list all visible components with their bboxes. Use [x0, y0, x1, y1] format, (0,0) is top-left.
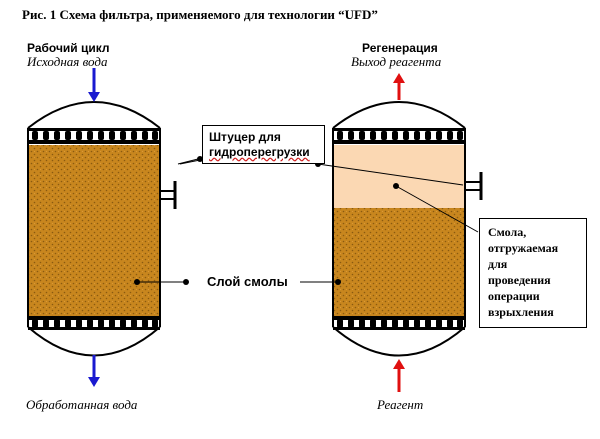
shipped-resin-line-4: проведения — [488, 273, 551, 287]
resin-layer-label: Слой смолы — [207, 274, 288, 289]
arrow-up-icon — [393, 359, 405, 392]
right-loosening-resin-layer — [333, 145, 465, 208]
shipped-resin-line-6: взрыхления — [488, 305, 554, 319]
nozzle-icon — [465, 172, 483, 200]
nozzle-icon — [160, 181, 177, 209]
figure-title: Рис. 1 Схема фильтра, применяемого для т… — [22, 7, 378, 22]
shipped-resin-line-1: Смола, — [488, 225, 527, 239]
nozzle-callout-line-2: гидроперегрузки — [209, 145, 310, 159]
left-outlet-label: Обработанная вода — [26, 397, 138, 412]
arrow-up-icon — [393, 73, 405, 100]
distributor-plate-icon — [28, 316, 160, 330]
distributor-plate-icon — [333, 316, 465, 330]
right-mode-label: Регенерация — [362, 41, 438, 55]
left-filter-vessel — [27, 101, 161, 357]
right-outlet-label: Выход реагента — [351, 54, 442, 69]
nozzle-callout-line-1: Штуцер для — [209, 130, 281, 144]
distributor-plate-icon — [333, 128, 465, 144]
leader-dots — [134, 156, 399, 285]
right-resin-layer — [333, 208, 465, 317]
right-filter-vessel — [332, 101, 466, 357]
arrow-down-icon — [88, 355, 100, 387]
right-inlet-label: Реагент — [377, 397, 424, 412]
left-resin-layer — [28, 145, 160, 317]
shipped-resin-line-3: для — [488, 257, 508, 271]
shipped-resin-callout: Смола, отгружаемая для проведения операц… — [479, 218, 587, 328]
left-mode-label: Рабочий цикл — [27, 41, 110, 55]
shipped-resin-line-2: отгружаемая — [488, 241, 559, 255]
shipped-resin-line-5: операции — [488, 289, 540, 303]
left-inlet-label: Исходная вода — [27, 54, 108, 69]
arrow-down-icon — [88, 68, 100, 102]
distributor-plate-icon — [28, 128, 160, 144]
nozzle-callout: Штуцер для гидроперегрузки — [202, 125, 325, 164]
